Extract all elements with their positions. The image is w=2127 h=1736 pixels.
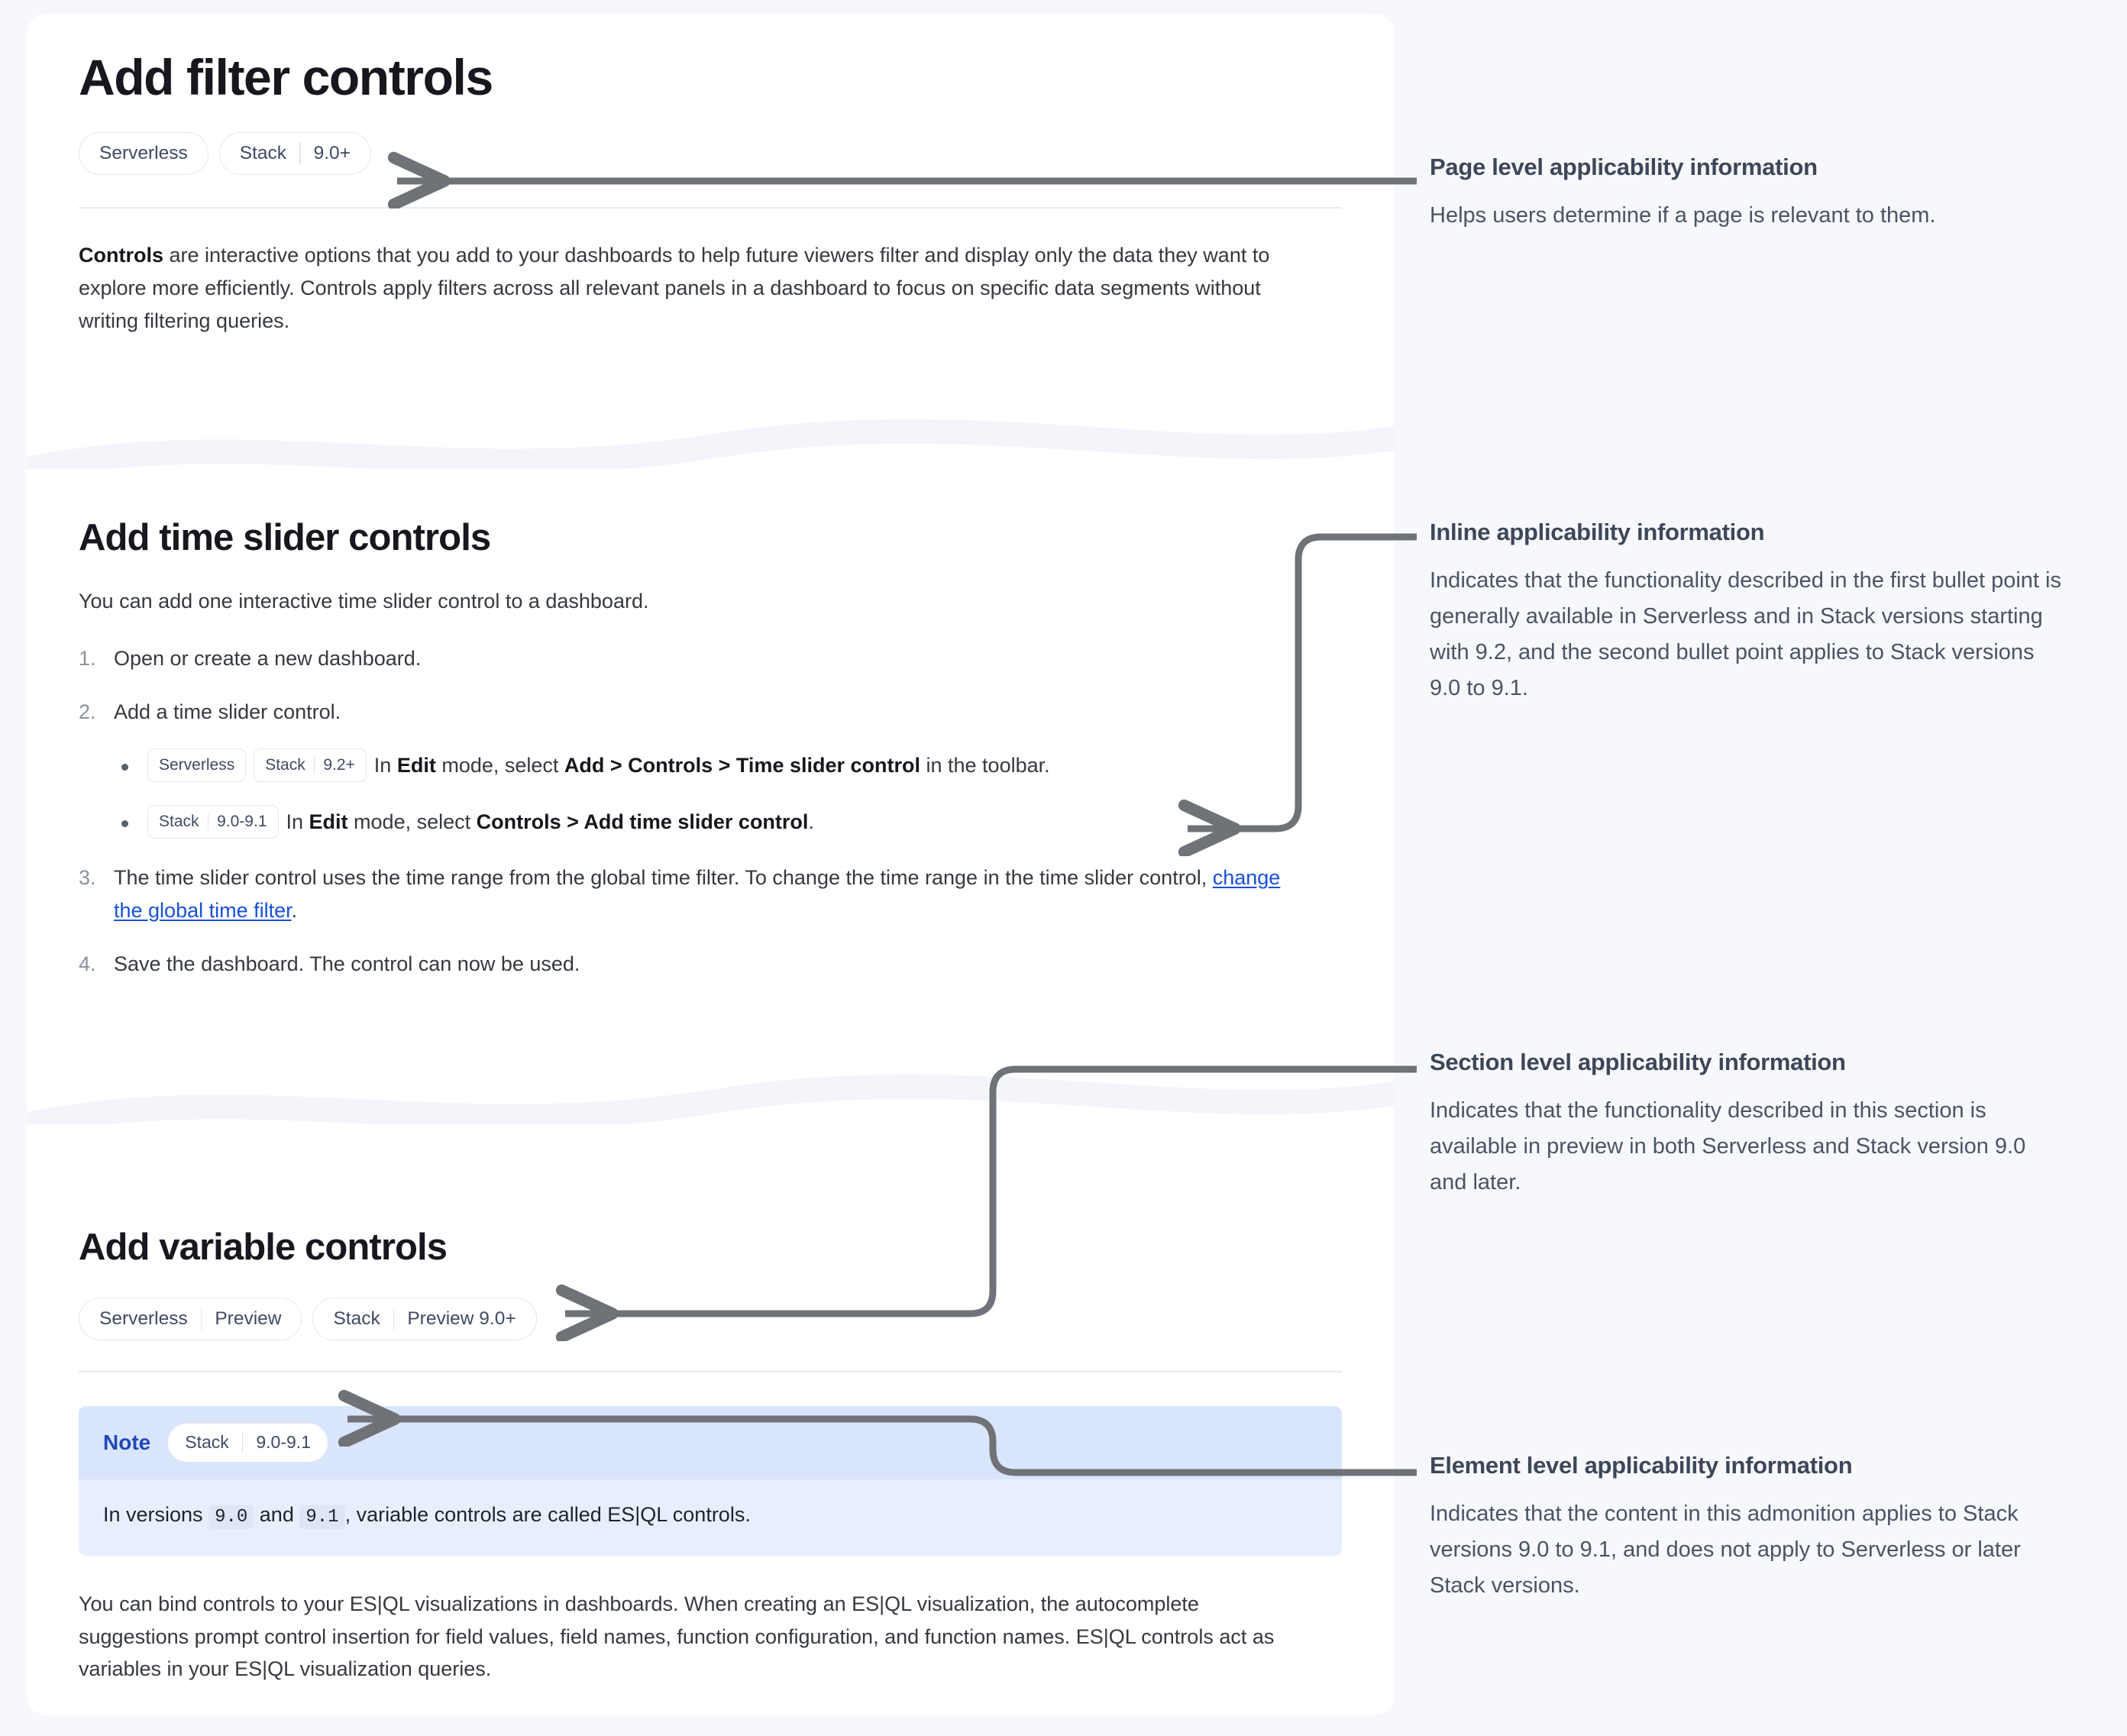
badge-stack-preview-version[interactable]: Stack Preview 9.0+ xyxy=(312,1297,537,1340)
badge-segment-label: Serverless xyxy=(99,143,188,164)
text-run-bold: Edit xyxy=(309,810,348,833)
step-bullet-list: Serverless Stack 9.2+ In Edit mode, sele… xyxy=(114,748,1342,839)
badge-stack-version-range[interactable]: Stack 9.0-9.1 xyxy=(147,804,279,839)
intro-paragraph: Controls are interactive options that yo… xyxy=(79,239,1289,337)
step-item: Add a time slider control. Serverless St… xyxy=(79,696,1342,839)
bullet-item-ga: Serverless Stack 9.2+ In Edit mode, sele… xyxy=(114,748,1342,782)
step-item: The time slider control uses the time ra… xyxy=(79,862,1285,926)
intro-rest: are interactive options that you add to … xyxy=(79,244,1270,332)
badge-divider xyxy=(200,1308,202,1330)
text-run-bold: Controls > Add time slider control xyxy=(476,810,809,833)
badge-segment-version: 9.0+ xyxy=(313,143,351,164)
inline-code-version: 9.1 xyxy=(299,1505,345,1529)
step-text: Add a time slider control. xyxy=(114,700,341,724)
time-slider-intro: You can add one interactive time slider … xyxy=(79,589,649,613)
bullet-item-legacy: Stack 9.0-9.1 In Edit mode, select Contr… xyxy=(114,804,1342,839)
badge-segment-lifecycle-version: Preview 9.0+ xyxy=(407,1308,516,1329)
section-applicability-badges: Serverless Preview Stack Preview 9.0+ xyxy=(79,1297,1342,1340)
annotation-body: Helps users determine if a page is relev… xyxy=(1430,203,1936,228)
annotation-title: Section level applicability information xyxy=(1430,1049,1846,1075)
annotation-section-level: Section level applicability information … xyxy=(1430,1048,2064,1201)
time-slider-section-panel: Add time slider controls You can add one… xyxy=(27,469,1394,1072)
step-text: Save the dashboard. The control can now … xyxy=(114,952,580,976)
text-run: in the toolbar. xyxy=(920,753,1050,777)
note-admonition: Note Stack 9.0-9.1 In versions 9.0 and 9… xyxy=(79,1405,1342,1557)
badge-segment-label: Stack xyxy=(185,1432,229,1453)
section-title-variable: Add variable controls xyxy=(79,1227,448,1268)
annotation-element-level: Element level applicability information … xyxy=(1430,1451,2064,1604)
text-run: and xyxy=(254,1502,300,1526)
step-item: Save the dashboard. The control can now … xyxy=(79,948,1342,981)
variable-section-panel: Add variable controls Serverless Preview… xyxy=(27,1124,1394,1715)
text-run: In xyxy=(373,753,397,777)
badge-segment-version: 9.0-9.1 xyxy=(217,813,267,831)
badge-stack-version[interactable]: Stack 9.0+ xyxy=(218,132,371,176)
badge-segment-label: Stack xyxy=(265,756,305,774)
text-run-bold: Edit xyxy=(396,753,436,777)
text-run: , variable controls are called ES|QL con… xyxy=(344,1502,751,1526)
badge-note-stack-version[interactable]: Stack 9.0-9.1 xyxy=(167,1422,328,1463)
badge-segment-lifecycle: Preview xyxy=(215,1308,282,1329)
annotation-body: Indicates that the content in this admon… xyxy=(1430,1502,2021,1599)
badge-divider xyxy=(393,1308,395,1330)
annotation-body: Indicates that the functionality describ… xyxy=(1430,1098,2026,1195)
inline-code-version: 9.0 xyxy=(208,1505,254,1529)
note-body: In versions 9.0 and 9.1, variable contro… xyxy=(79,1479,1342,1556)
section-title-time-slider: Add time slider controls xyxy=(79,517,491,558)
intro-lead: Controls xyxy=(79,244,163,267)
step-item: Open or create a new dashboard. xyxy=(79,642,1342,675)
step-text-after-link: . xyxy=(291,898,298,922)
annotation-title: Inline applicability information xyxy=(1430,519,1765,545)
documentation-panel: Add filter controls Serverless Stack 9.0… xyxy=(27,14,1394,1715)
annotation-title: Page level applicability information xyxy=(1430,154,1818,180)
text-run: mode, select xyxy=(435,753,564,777)
page-applicability-badges: Serverless Stack 9.0+ xyxy=(79,132,1342,176)
badge-serverless[interactable]: Serverless xyxy=(147,748,247,782)
badge-segment-label: Stack xyxy=(159,813,199,831)
global-time-filter-link[interactable]: change the global time filter xyxy=(114,865,1281,922)
badge-segment-label: Stack xyxy=(239,143,287,164)
badge-segment-version: 9.0-9.1 xyxy=(256,1432,311,1453)
badge-segment-version: 9.2+ xyxy=(323,756,355,774)
annotation-title: Element level applicability information xyxy=(1430,1452,1853,1479)
badge-divider xyxy=(241,1431,244,1453)
annotation-inline: Inline applicability information Indicat… xyxy=(1430,518,2064,706)
header-rule xyxy=(79,207,1342,209)
bullet-text: In Edit mode, select Controls > Add time… xyxy=(286,807,814,838)
badge-divider xyxy=(313,756,315,774)
text-run: In xyxy=(286,810,309,833)
text-run: . xyxy=(808,810,814,833)
note-header: Note Stack 9.0-9.1 xyxy=(79,1405,1342,1479)
badge-segment-label: Serverless xyxy=(99,1308,188,1329)
badge-serverless[interactable]: Serverless xyxy=(79,132,208,176)
text-run-bold: Add > Controls > Time slider control xyxy=(564,753,920,777)
badge-segment-label: Stack xyxy=(333,1308,380,1329)
section-rule xyxy=(79,1370,1342,1372)
variable-paragraph: You can bind controls to your ES|QL visu… xyxy=(79,1592,1275,1681)
text-run: mode, select xyxy=(347,810,477,833)
badge-segment-label: Serverless xyxy=(159,756,235,774)
badge-divider xyxy=(299,143,301,165)
page-title: Add filter controls xyxy=(79,49,493,105)
bullet-text: In Edit mode, select Add > Controls > Ti… xyxy=(374,750,1050,781)
text-run: In versions xyxy=(103,1502,209,1526)
note-label: Note xyxy=(103,1430,151,1454)
annotation-page-level: Page level applicability information Hel… xyxy=(1430,153,2064,234)
badge-divider xyxy=(207,813,209,830)
badge-stack-version[interactable]: Stack 9.2+ xyxy=(254,748,367,782)
step-text-before-link: The time slider control uses the time ra… xyxy=(114,865,1213,889)
page-header-panel: Add filter controls Serverless Stack 9.0… xyxy=(27,14,1394,441)
annotation-body: Indicates that the functionality describ… xyxy=(1430,568,2061,701)
time-slider-steps: Open or create a new dashboard. Add a ti… xyxy=(79,642,1342,981)
badge-serverless-preview[interactable]: Serverless Preview xyxy=(79,1297,302,1340)
step-text: Open or create a new dashboard. xyxy=(114,646,422,670)
